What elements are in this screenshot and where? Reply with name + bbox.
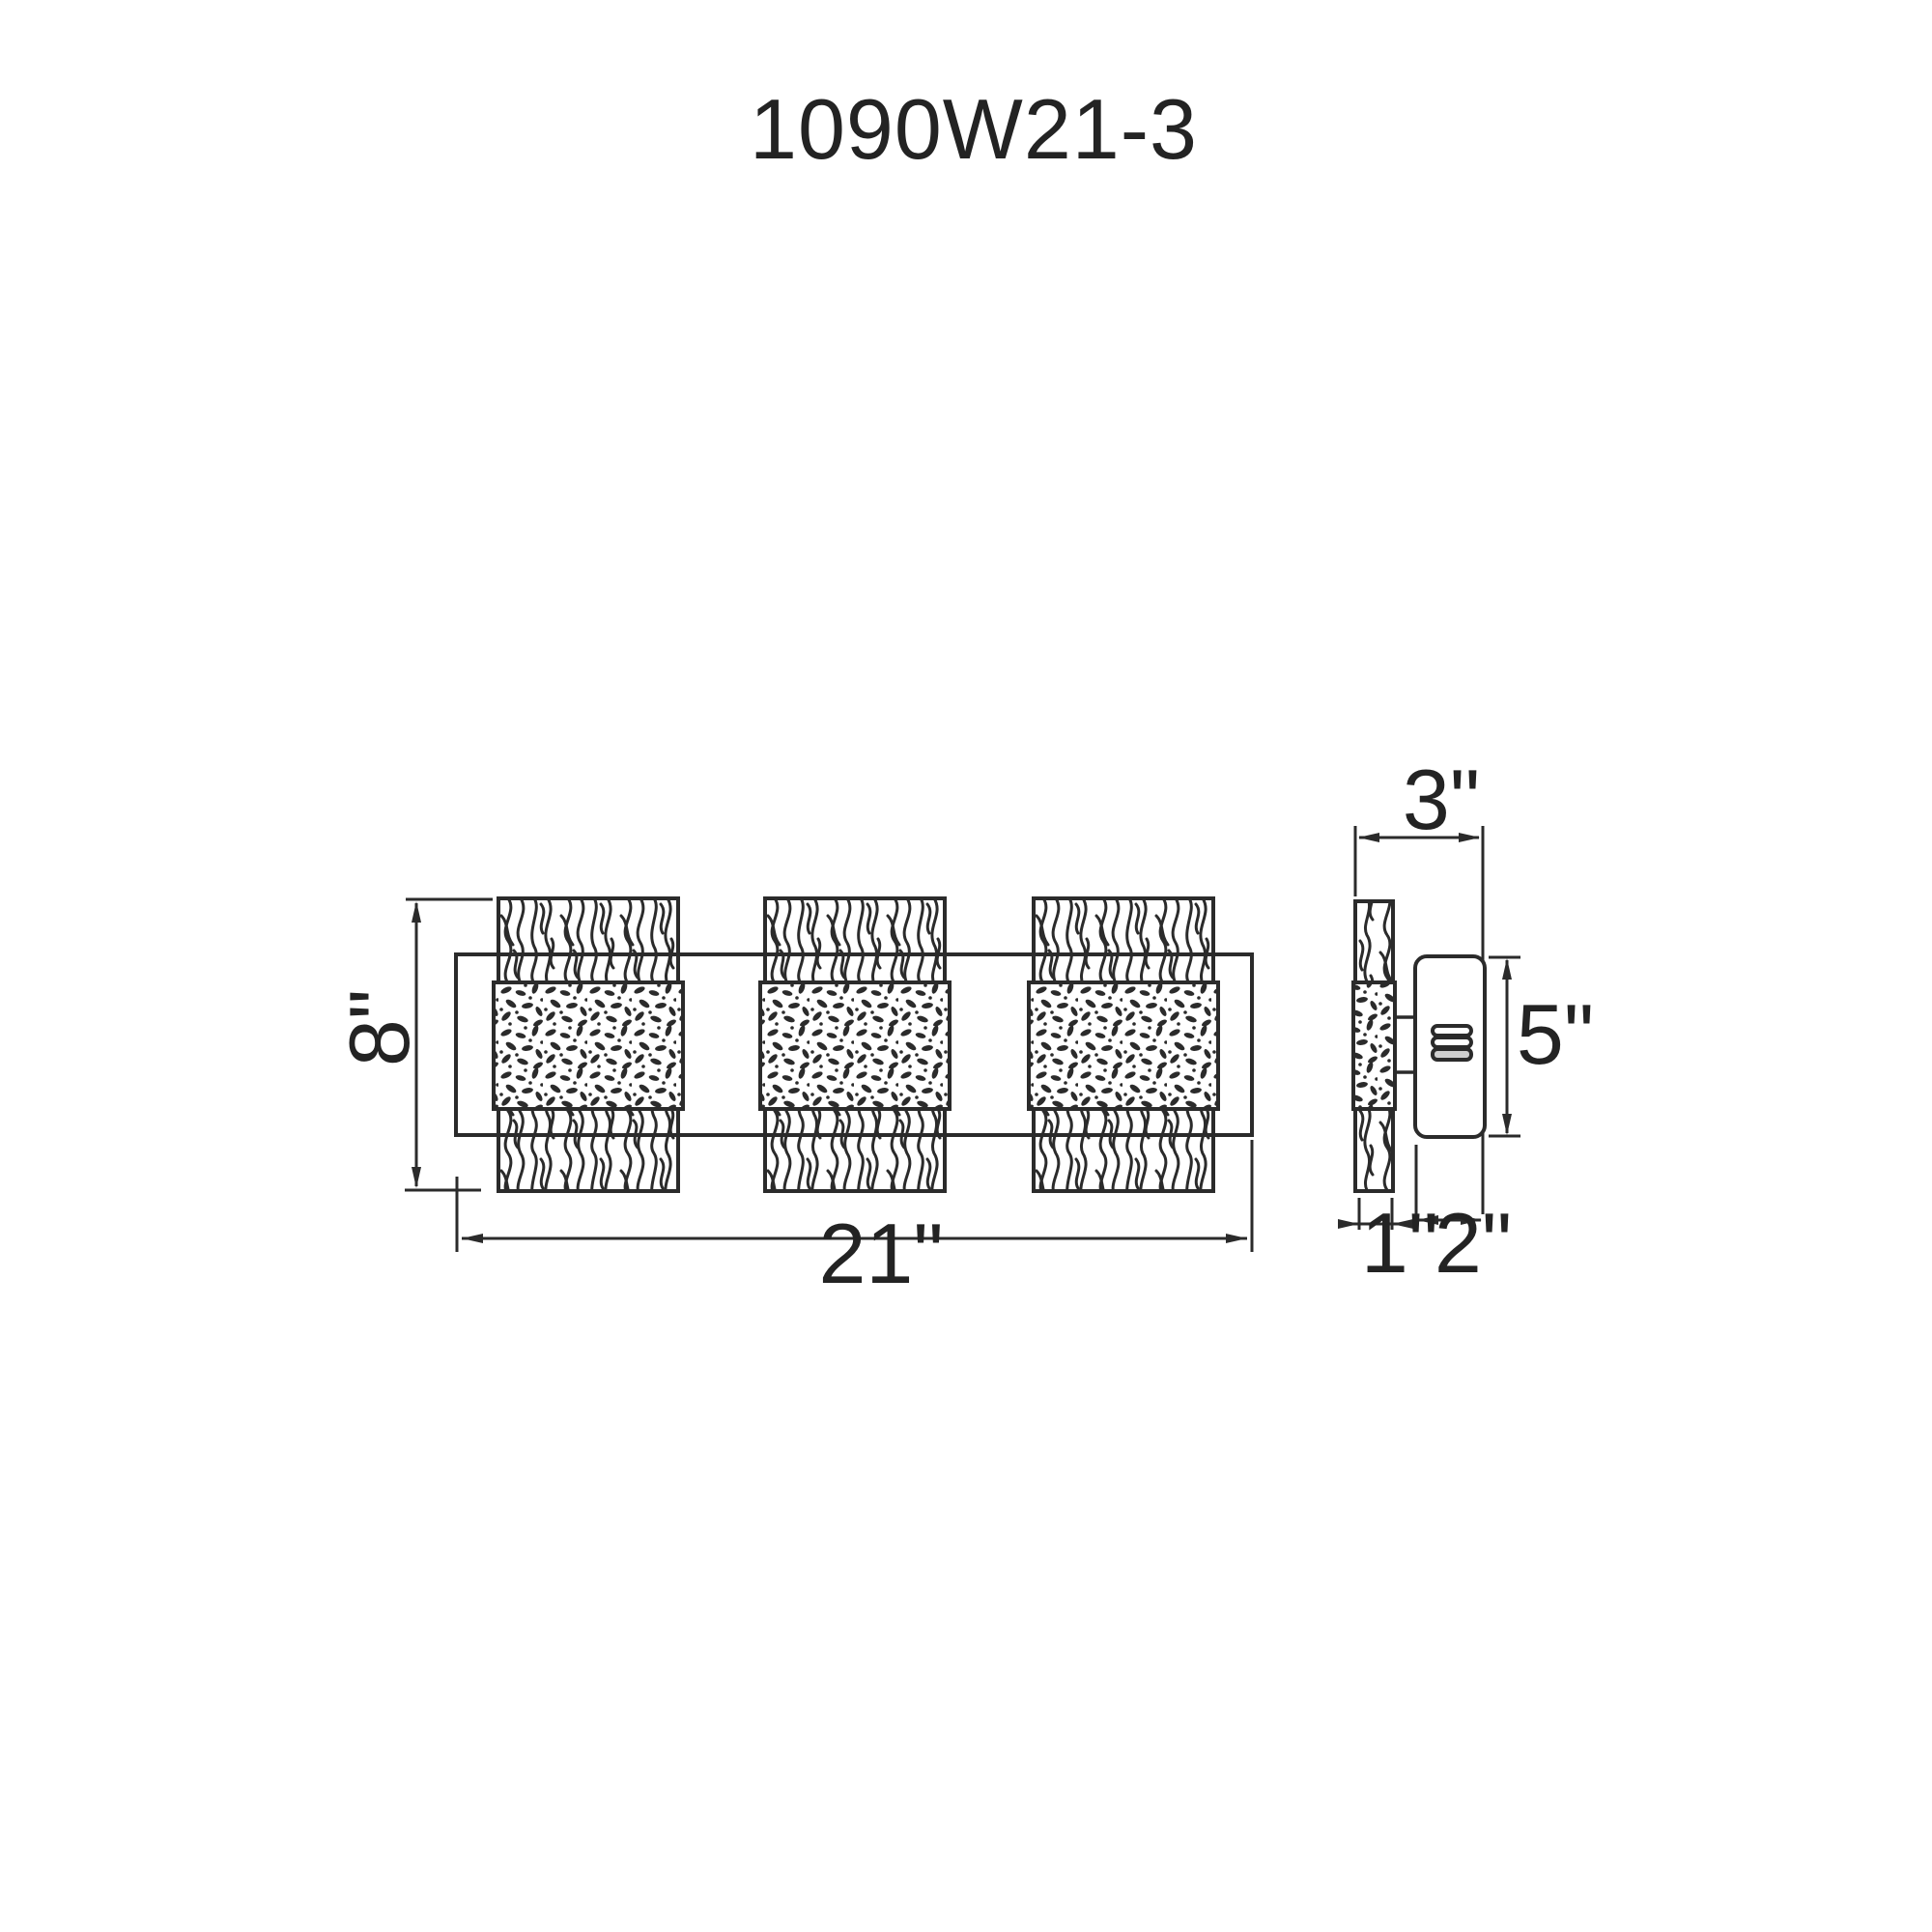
arrow-up-icon bbox=[412, 901, 421, 923]
front-glass-panel-1 bbox=[492, 896, 685, 1193]
side-view bbox=[1338, 826, 1520, 1230]
drawing-title: 1090W21-3 bbox=[750, 81, 1198, 177]
arrow-left-icon bbox=[462, 1234, 483, 1243]
front-view bbox=[405, 896, 1254, 1252]
front-dim-height bbox=[405, 897, 493, 1192]
arrow-up-icon bbox=[1502, 958, 1512, 980]
side-depth-label: 3" bbox=[1402, 752, 1481, 847]
side-dim-depth bbox=[1353, 826, 1480, 896]
arrow-right-icon bbox=[1459, 833, 1480, 842]
arrow-down-icon bbox=[1502, 1114, 1512, 1135]
front-dim-width bbox=[455, 1140, 1254, 1252]
side-glass-depth-label: 1" bbox=[1360, 1195, 1439, 1291]
arrow-left-icon bbox=[1417, 1215, 1438, 1225]
arrow-left-icon bbox=[1358, 833, 1379, 842]
arrow-left-icon bbox=[1392, 1219, 1413, 1229]
front-glass-panel-3 bbox=[1027, 896, 1220, 1193]
front-glass-panel-2 bbox=[758, 896, 952, 1193]
side-mounting-arm bbox=[1395, 1015, 1415, 1074]
louver-vent-icon bbox=[1431, 1024, 1473, 1062]
arrow-right-icon bbox=[1461, 1215, 1482, 1225]
side-dim-backplate-height bbox=[1489, 955, 1520, 1138]
side-dim-glass-depth bbox=[1338, 1198, 1413, 1230]
side-dim-backplate-depth bbox=[1414, 1145, 1482, 1225]
front-height-label: 8" bbox=[331, 988, 427, 1067]
arrow-right-icon bbox=[1226, 1234, 1247, 1243]
arrow-down-icon bbox=[412, 1167, 421, 1188]
arrow-right-icon bbox=[1338, 1219, 1359, 1229]
side-backplate-height-label: 5" bbox=[1516, 986, 1595, 1082]
side-glass-panel bbox=[1351, 899, 1397, 1193]
side-backplate-depth-label: 2" bbox=[1434, 1195, 1513, 1291]
front-width-label: 21" bbox=[818, 1206, 944, 1301]
